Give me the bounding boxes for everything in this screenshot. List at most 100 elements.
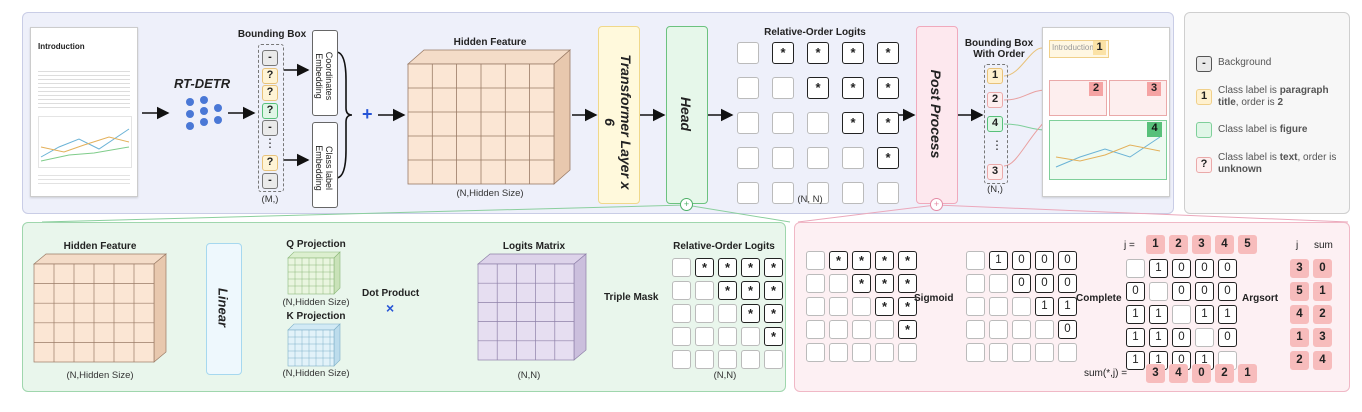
- sigmoid-cell: [966, 297, 985, 316]
- ordered-bbox-item: 2: [987, 92, 1003, 108]
- top-logits-cell: [772, 77, 794, 99]
- top-logits-cell: [807, 42, 829, 64]
- logits-matrix-title: Logits Matrix: [502, 241, 566, 252]
- argsort-label: Argsort: [1242, 293, 1279, 304]
- top-logits-cell: [772, 42, 794, 64]
- complete-cell: [1195, 328, 1214, 347]
- complete-cell: [1126, 259, 1145, 278]
- j-index: 3: [1192, 235, 1211, 254]
- top-logits-cell: [772, 112, 794, 134]
- sigmoid-cell: [1058, 343, 1077, 362]
- bl-logits-cell: [695, 350, 714, 369]
- ordered-bbox-item: 1: [987, 68, 1003, 84]
- j-index: 1: [1146, 235, 1165, 254]
- bl-logits-cell: [718, 350, 737, 369]
- legend-panel: [1184, 12, 1350, 214]
- bl-logits-cell: [741, 350, 760, 369]
- bl-logits-cell: [741, 304, 760, 323]
- bl-logits-cell: [695, 258, 714, 277]
- result-header-j: j: [1296, 240, 1299, 251]
- coordinates-embedding-box: [312, 30, 338, 116]
- rt-detr-label: RT-DETR: [174, 76, 231, 91]
- top-logits-cell: [877, 42, 899, 64]
- head-zoom-icon[interactable]: +: [680, 198, 693, 211]
- br-star-cell: [829, 343, 848, 362]
- sigmoid-cell: [1012, 343, 1031, 362]
- legend-tx-b: text: [1279, 152, 1298, 163]
- output-chart-lines: [1055, 136, 1161, 168]
- br-star-cell: [806, 274, 825, 293]
- br-star-cell: [898, 297, 917, 316]
- bbox-item: -: [262, 172, 278, 189]
- complete-cell: 1: [1126, 351, 1145, 370]
- triple-mask-label: Triple Mask: [604, 292, 659, 303]
- sigmoid-cell: 0: [1012, 251, 1031, 270]
- q-projection-dim: (N,Hidden Size): [282, 297, 350, 308]
- bbox-dim: (M,): [261, 194, 279, 205]
- bl-logits-cell: [672, 350, 691, 369]
- br-star-cell: [852, 343, 871, 362]
- br-star-cell: [875, 274, 894, 293]
- j-index: 2: [1169, 235, 1188, 254]
- sigmoid-cell: 0: [1035, 251, 1054, 270]
- bbox-item: ?: [262, 102, 278, 119]
- sigmoid-cell: [1012, 320, 1031, 339]
- top-logits-cell: [877, 147, 899, 169]
- output-number-1: 1: [1093, 41, 1106, 55]
- bl-logits-cell: [764, 327, 783, 346]
- legend-pt-c: , order is: [1235, 97, 1278, 108]
- complete-cell: [1172, 305, 1191, 324]
- neural-network-icon: [186, 96, 222, 130]
- q-projection-tensor: [287, 251, 341, 295]
- sigmoid-cell: [989, 274, 1008, 293]
- complete-cell: 0: [1126, 282, 1145, 301]
- sigmoid-cell: 0: [1058, 274, 1077, 293]
- br-star-cell: [852, 251, 871, 270]
- post-process-block[interactable]: [916, 26, 958, 204]
- column-sum: 3: [1146, 364, 1165, 383]
- sigmoid-cell: 0: [1035, 274, 1054, 293]
- document-chart: [38, 116, 132, 168]
- sigmoid-cell: [966, 320, 985, 339]
- legend-tx-c: , order is: [1297, 152, 1337, 163]
- top-logits-cell: [842, 77, 864, 99]
- hidden-feature-tensor: [406, 49, 572, 185]
- sigmoid-cell: 1: [1035, 297, 1054, 316]
- output-document-thumbnail: Introduction 1 2 3 4: [1042, 27, 1170, 197]
- bl-logits-cell: [764, 350, 783, 369]
- br-star-cell: [898, 320, 917, 339]
- bl-logits-cell: [741, 281, 760, 300]
- legend-text-icon: ?: [1196, 157, 1212, 173]
- bbox-ellipsis: ⋮: [264, 135, 276, 150]
- bbox-item: ?: [262, 85, 278, 101]
- complete-cell: 0: [1218, 259, 1237, 278]
- column-sum: 2: [1215, 364, 1234, 383]
- bl-logits-cell: [718, 258, 737, 277]
- legend-background-icon: -: [1196, 56, 1212, 72]
- sigmoid-cell: 0: [1058, 251, 1077, 270]
- bbox-title: Bounding Box: [237, 29, 307, 40]
- output-number-4: 4: [1147, 122, 1162, 137]
- ordered-bbox-list: [984, 64, 1008, 184]
- legend-pt-a: Class label is: [1218, 85, 1280, 96]
- column-sum: 1: [1238, 364, 1257, 383]
- complete-cell: 0: [1195, 259, 1214, 278]
- sigmoid-cell: [966, 274, 985, 293]
- top-logits-cell: [877, 77, 899, 99]
- head-label: Head: [678, 96, 694, 132]
- bbox-item: ?: [262, 155, 278, 171]
- complete-label: Complete: [1076, 293, 1122, 304]
- br-star-cell: [806, 320, 825, 339]
- legend-paragraph-title-icon: 1: [1196, 89, 1212, 105]
- logits-matrix-dim: (N,N): [517, 370, 541, 381]
- top-logits-cell: [737, 77, 759, 99]
- post-zoom-icon[interactable]: +: [930, 198, 943, 211]
- head-block[interactable]: [666, 26, 708, 204]
- top-logits-cell: [772, 147, 794, 169]
- document-chart-lines: [40, 128, 130, 162]
- post-process-label: Post Process: [928, 69, 944, 159]
- sigmoid-cell: 1: [989, 251, 1008, 270]
- result-j: 3: [1290, 259, 1309, 278]
- br-star-cell: [806, 251, 825, 270]
- bl-hidden-title: Hidden Feature: [63, 241, 137, 252]
